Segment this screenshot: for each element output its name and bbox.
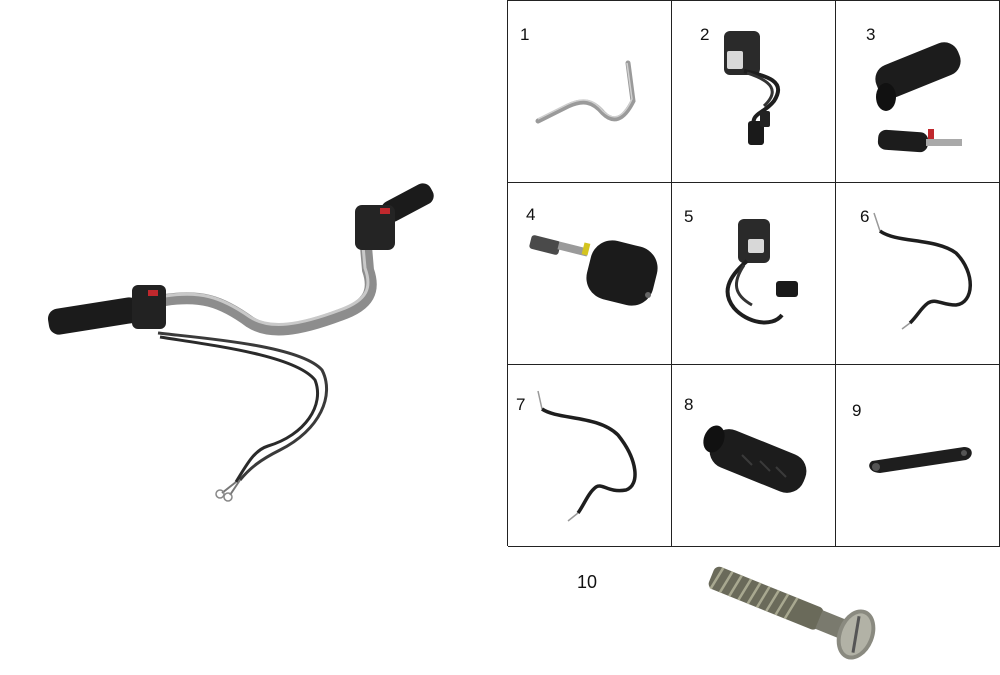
throttle-cable-icon — [537, 390, 637, 522]
assembly-right-switch — [355, 205, 395, 250]
part-cell-1: 1 — [508, 1, 672, 183]
bolt-icon — [708, 566, 876, 660]
part-number: 5 — [684, 207, 694, 226]
part-cell-9: 9 — [836, 365, 1000, 547]
parts-grid: 1 2 3 4 — [507, 0, 1000, 547]
right-switch-housing-icon — [725, 219, 798, 325]
part-cell-2: 2 — [672, 1, 836, 183]
part-cell-4: 4 — [508, 183, 672, 365]
part-cell-6: 6 — [836, 183, 1000, 365]
bar-end-weight-icon — [529, 235, 658, 306]
part-number: 10 — [577, 572, 598, 592]
part-number: 9 — [852, 401, 862, 420]
part-number: 4 — [526, 205, 536, 224]
grip-set-icon — [875, 42, 962, 153]
assembly-cable-ends — [221, 479, 241, 496]
clutch-cable-icon — [873, 212, 972, 330]
assembly-left-grip — [47, 297, 141, 335]
part-cell-5: 5 — [672, 183, 836, 365]
part-number: 2 — [700, 25, 710, 44]
part-cell-8: 8 — [672, 365, 836, 547]
part-number: 3 — [866, 25, 876, 44]
single-grip-icon — [703, 425, 807, 493]
part-number: 7 — [516, 395, 526, 414]
part-number: 1 — [520, 25, 530, 44]
assembly-handlebar-tube — [159, 229, 377, 336]
mounting-bracket-icon — [869, 447, 972, 473]
part-number: 6 — [860, 207, 870, 226]
assembly-cable-lower — [159, 335, 320, 483]
handlebar-tube-icon — [535, 60, 636, 124]
left-switch-housing-icon — [724, 31, 781, 145]
part-number: 8 — [684, 395, 694, 414]
assembly-cable-upper — [157, 331, 328, 481]
part-cell-7: 7 — [508, 365, 672, 547]
handlebar-assembly-illustration — [47, 183, 434, 502]
part-cell-3: 3 — [836, 1, 1000, 183]
